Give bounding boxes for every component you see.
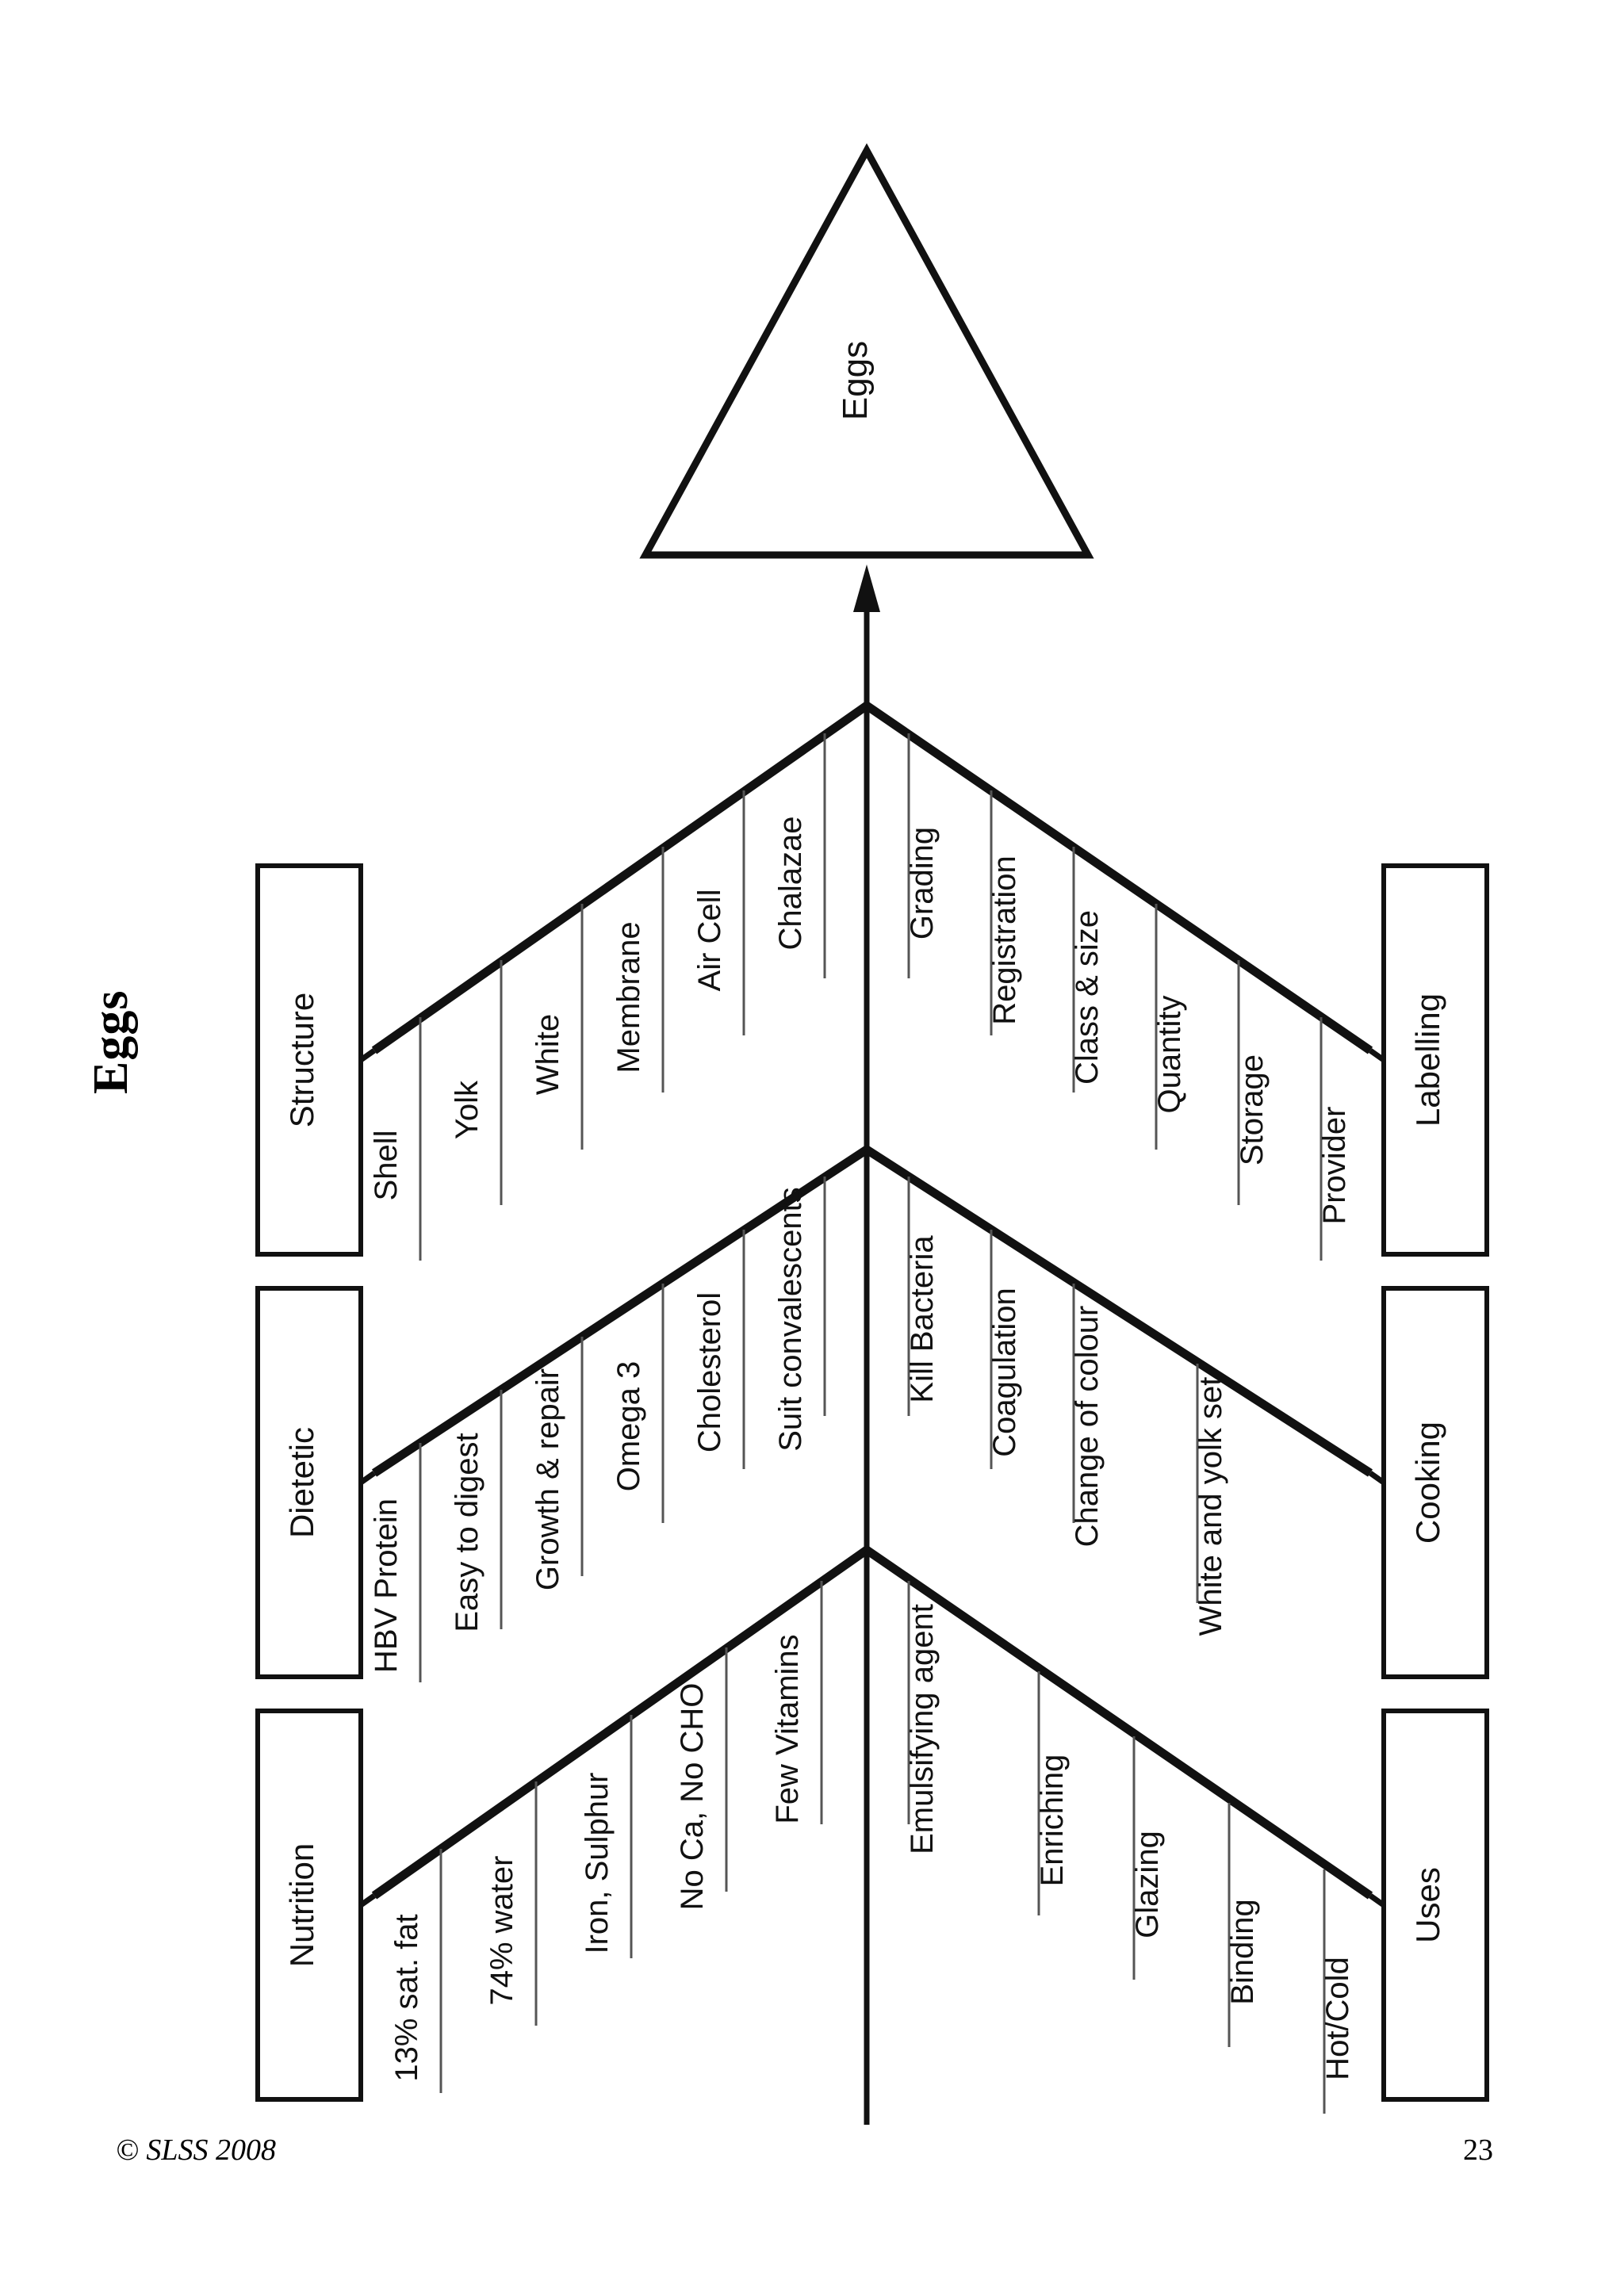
copyright-notice: © SLSS 2008: [116, 2133, 277, 2167]
category-label-structure: Structure: [283, 993, 320, 1127]
category-box-uses[interactable]: [1381, 1709, 1489, 2102]
bone-label: White: [530, 1014, 565, 1095]
bone-label: Yolk: [450, 1080, 485, 1139]
branch-line-cooking: [864, 1146, 1373, 1477]
bone-label: Air Cell: [692, 890, 727, 992]
bone-label: Suit convalescents: [773, 1187, 808, 1452]
fishbone-spine: [853, 564, 880, 2125]
spine-arrowhead: [853, 564, 880, 612]
bone-label: Binding: [1225, 1899, 1260, 2004]
bone-label: Membrane: [611, 921, 646, 1073]
category-label-nutrition: Nutrition: [283, 1843, 320, 1967]
category-group-structure[interactable]: Structure Shell Yolk White Membrane Air …: [255, 702, 870, 1261]
category-label-dietetic: Dietetic: [283, 1427, 320, 1538]
bone-label: Omega 3: [611, 1361, 646, 1492]
branch-line-uses: [864, 1546, 1373, 1900]
bone-label: Class & size: [1070, 910, 1105, 1085]
connector-labelling: [1368, 1048, 1386, 1062]
branch-line-labelling: [864, 702, 1373, 1054]
category-label-cooking: Cooking: [1409, 1422, 1446, 1544]
branch-line-nutrition: [371, 1546, 870, 1900]
bone-label: Registration: [987, 855, 1022, 1024]
bone-label: Emulsifying agent: [905, 1604, 940, 1854]
bone-label: 13% sat. fat: [389, 1914, 424, 2081]
bone-label: Enriching: [1035, 1755, 1070, 1887]
connector-dietetic: [358, 1471, 377, 1485]
bone-label: Few Vitamins: [770, 1634, 805, 1823]
bone-label: White and yolk set: [1193, 1377, 1228, 1636]
bone-label: Easy to digest: [450, 1433, 485, 1632]
bone-label: Storage: [1235, 1054, 1270, 1165]
connector-structure: [358, 1048, 377, 1062]
bone-label: Iron, Sulphur: [580, 1772, 615, 1954]
category-group-dietetic[interactable]: Dietetic HBV Protein Easy to digest Grow…: [255, 1146, 870, 1682]
connector-cooking: [1368, 1471, 1386, 1485]
page-number: 23: [1463, 2133, 1493, 2167]
bone-label: Hot/Cold: [1320, 1957, 1355, 2080]
bone-label: HBV Protein: [369, 1498, 404, 1673]
branch-line-dietetic: [371, 1146, 870, 1477]
category-group-labelling[interactable]: Labelling Grading Registration Class & s…: [864, 702, 1489, 1261]
bone-label: Chalazae: [773, 816, 808, 950]
bone-label: Shell: [369, 1131, 404, 1201]
bone-label: Coagulation: [987, 1288, 1022, 1457]
fishbone-head: Eggs: [639, 143, 1094, 559]
bone-label: No Ca, No CHO: [675, 1683, 710, 1911]
bone-label: 74% water: [485, 1856, 519, 2006]
bone-label: Growth & repair: [530, 1368, 565, 1590]
category-group-cooking[interactable]: Cooking Kill Bacteria Coagulation Change…: [864, 1146, 1489, 1679]
category-label-labelling: Labelling: [1409, 993, 1446, 1127]
bone-label: Change of colour: [1070, 1306, 1105, 1548]
bone-label: Quantity: [1152, 996, 1187, 1114]
bone-label: Grading: [905, 827, 940, 939]
category-group-uses[interactable]: Uses Emulsifying agent Enriching Glazing…: [864, 1546, 1489, 2114]
branch-line-structure: [371, 702, 870, 1054]
category-label-uses: Uses: [1409, 1867, 1446, 1943]
page-title: Eggs: [84, 989, 138, 1094]
bone-label: Kill Bacteria: [905, 1235, 940, 1403]
category-box-labelling[interactable]: [1381, 863, 1489, 1257]
category-group-nutrition[interactable]: Nutrition 13% sat. fat 74% water Iron, S…: [255, 1546, 870, 2102]
category-box-structure[interactable]: [255, 863, 363, 1257]
connector-uses: [1368, 1893, 1386, 1908]
head-label: Eggs: [836, 341, 875, 420]
connector-nutrition: [358, 1893, 377, 1908]
bone-label: Provider: [1317, 1107, 1352, 1225]
bone-label: Cholesterol: [692, 1292, 727, 1452]
bone-label: Glazing: [1130, 1831, 1165, 1938]
head-triangle: [639, 143, 1094, 559]
